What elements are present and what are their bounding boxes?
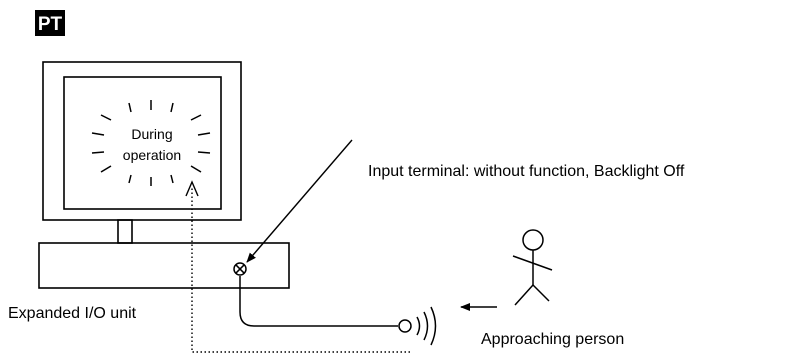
person-icon	[512, 229, 553, 306]
screen-line-1: During	[131, 126, 172, 142]
signal-arrowhead	[185, 180, 199, 197]
pt-badge-text: PT	[38, 14, 63, 35]
monitor-neck	[117, 219, 133, 244]
io-unit-label: Expanded I/O unit	[8, 305, 137, 322]
terminal-icon	[233, 262, 247, 276]
sensor-cable	[239, 276, 398, 327]
monitor-bezel	[42, 61, 242, 221]
person-label: Approaching person	[481, 331, 624, 348]
io-unit-box	[38, 242, 290, 289]
screen-line-2: operation	[123, 147, 181, 163]
monitor-screen	[63, 76, 222, 210]
callout-arrow	[246, 139, 353, 263]
input-terminal-label: Input terminal: without function, Backli…	[368, 163, 685, 180]
monitor-icon	[38, 61, 290, 289]
signal-path	[191, 186, 410, 353]
blink-rays	[91, 100, 211, 186]
pt-badge: PT	[35, 10, 65, 36]
sensor-icon	[398, 306, 437, 346]
